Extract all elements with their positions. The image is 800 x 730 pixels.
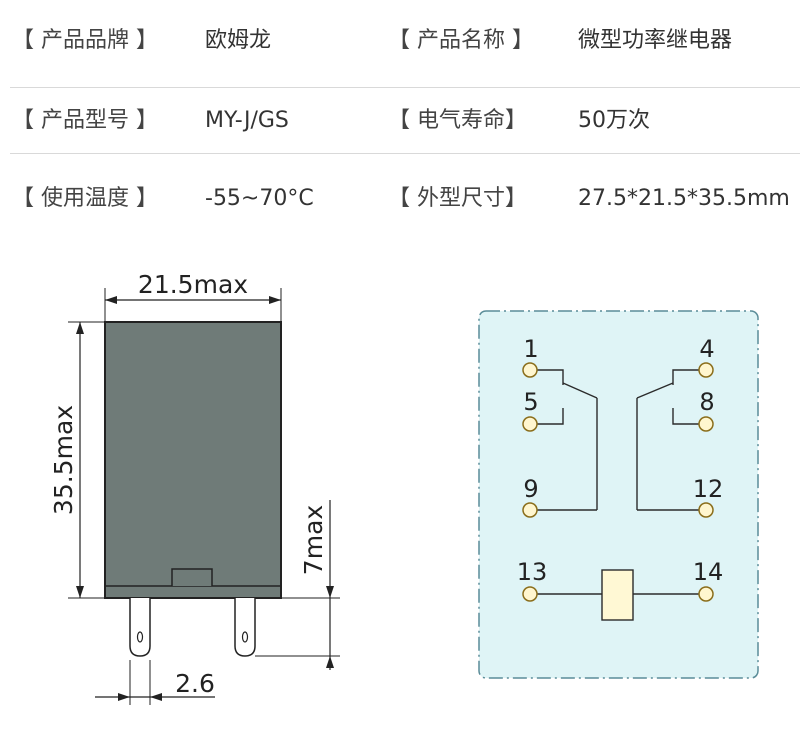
terminal-1: [522, 362, 538, 378]
spec-label-model: 【 产品型号 】: [12, 108, 158, 133]
pin-label-8: 8: [699, 388, 714, 416]
relay-body: [104, 321, 282, 599]
spec-label-name: 【 产品名称 】: [388, 28, 534, 53]
pin-width-arrow-left: [118, 693, 130, 701]
spec-value-temperature: -55~70°C: [205, 186, 314, 211]
contact-left-arm: [562, 382, 598, 399]
spec-value-brand: 欧姆龙: [205, 28, 272, 53]
pin-label-9: 9: [523, 475, 538, 503]
pin-left-hole: [136, 631, 144, 643]
contact-4-wire: [672, 369, 699, 385]
pin-length-label: 7max: [299, 505, 328, 575]
pin-right-hole: [241, 631, 249, 643]
spec-value-size: 27.5*21.5*35.5mm: [578, 186, 790, 211]
terminal-5: [522, 416, 538, 432]
spec-value-model: MY-J/GS: [205, 108, 289, 133]
pin-label-13: 13: [517, 558, 548, 586]
row-divider: [10, 153, 800, 154]
terminal-9: [522, 502, 538, 518]
pin-terminals: [522, 362, 714, 602]
spec-label-size: 【 外型尺寸】: [388, 186, 527, 211]
dimension-drawing: [68, 288, 340, 705]
pin-width-arrow-right: [150, 693, 162, 701]
spec-row-2: 【 产品型号 】 MY-J/GS 【 电气寿命】 50万次: [0, 88, 800, 153]
contact-1-wire: [537, 369, 564, 385]
terminal-14: [698, 586, 714, 602]
pin-label-1: 1: [523, 335, 538, 363]
spec-row-1: 【 产品品牌 】 欧姆龙 【 产品名称 】 微型功率继电器: [0, 0, 800, 87]
pin-label-4: 4: [699, 335, 714, 363]
drawings: 21.5max 35.5max 7max 2.6: [0, 250, 800, 726]
pin-label-5: 5: [523, 388, 538, 416]
terminal-8: [698, 416, 714, 432]
pin-width-label: 2.6: [175, 669, 215, 698]
terminal-4: [698, 362, 714, 378]
spec-label-temperature: 【 使用温度 】: [12, 186, 158, 211]
pin-label-14: 14: [693, 558, 724, 586]
terminal-12: [698, 502, 714, 518]
height-label: 35.5max: [49, 405, 78, 515]
relay-notch: [171, 568, 213, 586]
pin-length-arrow-top: [326, 586, 334, 598]
contact-8-wire: [672, 408, 699, 425]
spec-label-brand: 【 产品品牌 】: [12, 28, 158, 53]
width-arrow-left: [105, 296, 117, 304]
width-label: 21.5max: [138, 270, 248, 299]
drawings-svg: 21.5max 35.5max 7max 2.6: [49, 270, 759, 705]
height-arrow-top: [76, 322, 84, 334]
pin-length-arrow-bottom: [326, 656, 334, 668]
spec-value-life: 50万次: [578, 108, 650, 133]
spec-label-life: 【 电气寿命】: [388, 108, 527, 133]
pin-left: [129, 598, 151, 657]
pin-diagram-wiring: [537, 369, 699, 595]
coil: [601, 569, 634, 621]
contact-5-wire: [537, 408, 564, 425]
height-arrow-bottom: [76, 586, 84, 598]
pin-right: [234, 598, 256, 657]
pin-label-12: 12: [693, 475, 724, 503]
spec-value-name: 微型功率继电器: [578, 28, 733, 53]
row-divider: [10, 87, 800, 88]
spec-row-3: 【 使用温度 】 -55~70°C 【 外型尺寸】 27.5*21.5*35.5…: [0, 154, 800, 222]
spec-table: 【 产品品牌 】 欧姆龙 【 产品名称 】 微型功率继电器 【 产品型号 】 M…: [0, 0, 800, 211]
terminal-13: [522, 586, 538, 602]
contact-right-arm: [636, 382, 674, 399]
pin-diagram-frame: [478, 310, 759, 679]
width-arrow-right: [269, 296, 281, 304]
